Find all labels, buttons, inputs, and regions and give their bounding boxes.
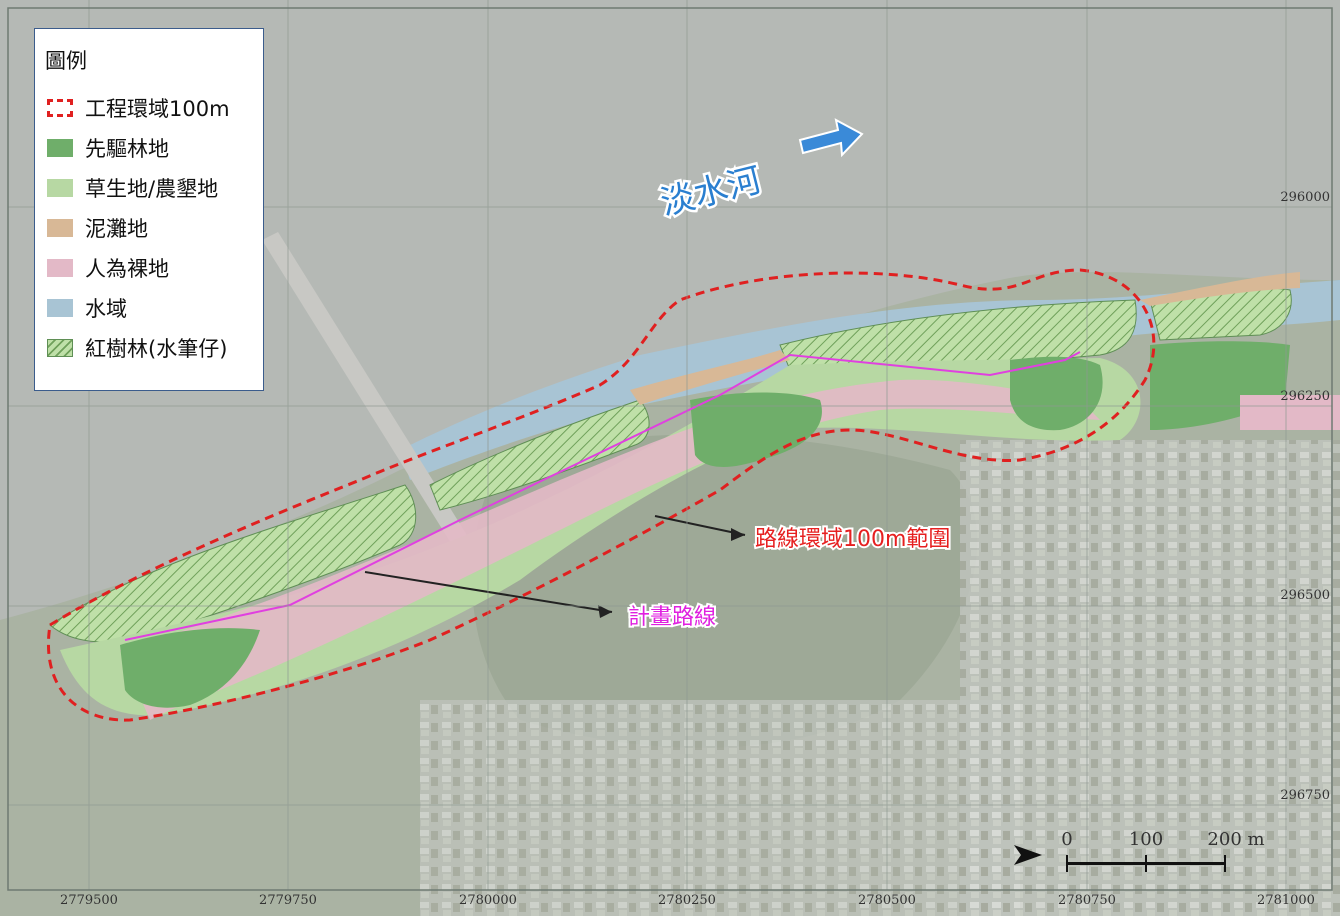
legend-swatch: [47, 299, 73, 317]
coordinate-grid: [8, 0, 1332, 890]
legend-swatch: [47, 179, 73, 197]
mudflat-east: [1140, 272, 1300, 306]
bare-land-east: [1240, 395, 1340, 430]
flow-direction-arrow: [798, 118, 864, 158]
legend-item-label: 工程環域100m: [85, 97, 230, 121]
legend-item-label: 紅樹林(水筆仔): [85, 337, 228, 361]
legend-item-mangrove: 紅樹林(水筆仔): [47, 334, 227, 362]
y-coord-label: 296750: [1280, 788, 1330, 803]
planned-route: [124, 351, 1081, 641]
legend-swatch: [47, 219, 73, 237]
buffer-leader-line: [654, 515, 746, 536]
route-leader-arrowhead: [598, 605, 612, 618]
mangrove-mid: [429, 399, 650, 511]
bridge: [262, 232, 470, 548]
pioneer-forest-west: [120, 628, 260, 708]
legend-swatch: [47, 339, 73, 357]
legend-item-pioneer-forest: 先驅林地: [47, 134, 169, 162]
buffer-leader-arrowhead: [731, 528, 745, 541]
river-area: [0, 0, 1340, 620]
pioneer-forest-east: [1010, 356, 1103, 431]
legend-swatch: [47, 139, 73, 157]
y-coord-label: 296250: [1280, 389, 1330, 404]
buffer-range-label: 路線環域100m範圍: [755, 527, 950, 552]
x-coord-label: 2780750: [1058, 893, 1116, 908]
y-coord-label: 296000: [1280, 190, 1330, 205]
legend-swatch: [47, 99, 73, 117]
legend-item-label: 水域: [85, 297, 127, 321]
scale-tick-label: 100: [1129, 829, 1163, 850]
map-frame: [7, 7, 1333, 891]
urban-area-east: [960, 440, 1340, 916]
legend-item-label: 人為裸地: [85, 257, 169, 281]
legend-item-label: 泥灘地: [85, 217, 148, 241]
pioneer-forest-mid: [690, 392, 822, 467]
x-coord-label: 2780000: [459, 893, 517, 908]
legend-swatch: [47, 259, 73, 277]
north-arrow-icon: [1014, 845, 1042, 865]
x-coord-label: 2779750: [259, 893, 317, 908]
legend-item-water: 水域: [47, 294, 127, 322]
scale-tick-label: 200 m: [1207, 829, 1264, 850]
planned-route-label: 計畫路線: [628, 605, 716, 630]
legend-item-grassland: 草生地/農墾地: [47, 174, 218, 202]
urban-area-south: [420, 700, 1020, 916]
y-coord-label: 296500: [1280, 588, 1330, 603]
legend-item-bare-land: 人為裸地: [47, 254, 169, 282]
x-coord-label: 2780250: [658, 893, 716, 908]
legend-panel: 圖例 工程環域100m 先驅林地 草生地/農墾地 泥灘地 人為裸地 水域 紅樹林…: [34, 28, 264, 391]
legend-item-buffer: 工程環域100m: [47, 94, 230, 122]
x-coord-label: 2779500: [60, 893, 118, 908]
legend-item-label: 先驅林地: [85, 137, 169, 161]
buffer-100m-outline: [47, 268, 1156, 722]
legend-item-mudflat: 泥灘地: [47, 214, 148, 242]
legend-item-label: 草生地/農墾地: [85, 177, 219, 201]
scale-bar: 0 100 200 m: [1061, 829, 1265, 872]
x-coord-label: 2780500: [858, 893, 916, 908]
mudflat-strip: [630, 350, 790, 405]
legend-title: 圖例: [45, 49, 87, 73]
scale-tick-label: 0: [1061, 829, 1072, 850]
x-coord-label: 2781000: [1257, 893, 1315, 908]
